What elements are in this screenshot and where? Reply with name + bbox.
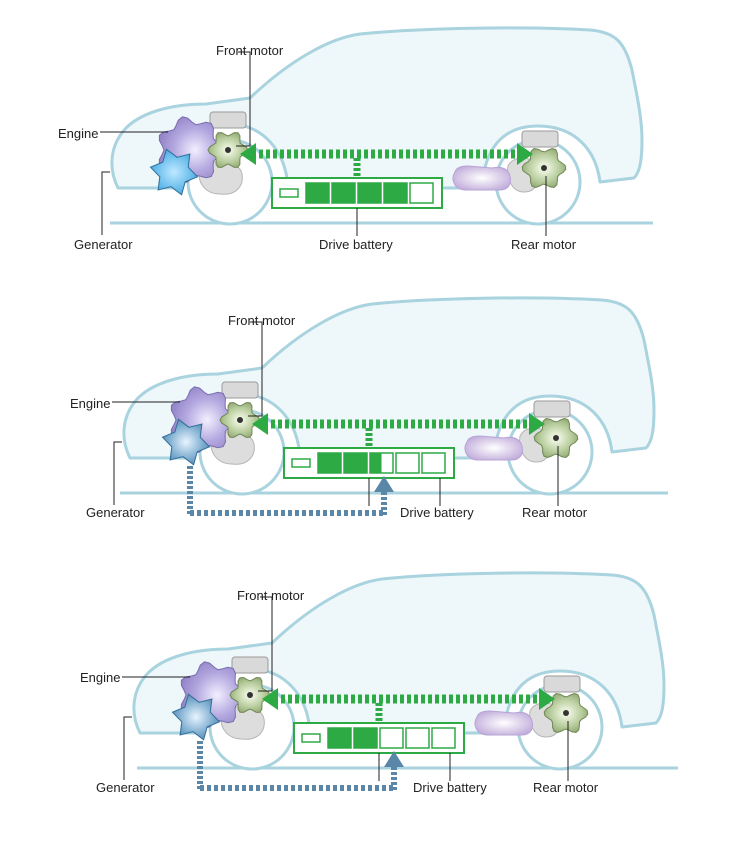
rear-unit	[452, 165, 511, 191]
battery-terminal	[291, 458, 311, 468]
generator-label: Generator	[96, 780, 155, 795]
rear-unit	[474, 710, 533, 736]
battery-cell	[431, 727, 456, 749]
panel-1	[100, 26, 653, 236]
battery-terminal	[279, 188, 299, 198]
car-body	[110, 26, 644, 190]
car-body	[122, 296, 656, 460]
generator-label: Generator	[86, 505, 145, 520]
front-motor-label: Front motor	[237, 588, 305, 603]
flow-arrow-left	[252, 413, 268, 435]
battery-cell-fill	[306, 183, 329, 203]
rear-motor-hub	[541, 165, 547, 171]
rear-gearbox	[533, 400, 571, 418]
battery-cell-fill	[344, 453, 367, 473]
engine-label: Engine	[70, 396, 111, 411]
battery-terminal	[301, 733, 321, 743]
generator	[171, 693, 221, 741]
battery-cell-fill	[384, 183, 407, 203]
rear-gearbox	[521, 130, 559, 148]
front-motor-hub	[225, 147, 231, 153]
front-gearbox	[209, 111, 247, 129]
battery-cell	[409, 182, 434, 204]
panel-3	[122, 571, 678, 791]
battery-cell	[421, 452, 446, 474]
leader-line	[248, 321, 263, 417]
front-motor-hub	[247, 692, 253, 698]
rear-motor-hub	[553, 435, 559, 441]
rear-unit	[464, 435, 523, 461]
flow-arrow-right	[529, 413, 545, 435]
battery-cell-fill	[328, 728, 351, 748]
flow-arrow-left	[262, 688, 278, 710]
battery-cell-fill	[318, 453, 341, 473]
battery-cell	[379, 727, 404, 749]
battery-cell-fill	[332, 183, 355, 203]
battery-cell	[395, 452, 420, 474]
charge-arrow-up	[384, 751, 404, 767]
flow-arrow-left	[240, 143, 256, 165]
front-motor-label: Front motor	[228, 313, 296, 328]
battery-cell	[405, 727, 430, 749]
engine-label: Engine	[58, 126, 99, 141]
leader-line	[123, 716, 132, 780]
generator-label: Generator	[74, 237, 133, 252]
front-motor-label: Front motor	[216, 43, 284, 58]
rear-motor-label: Rear motor	[522, 505, 588, 520]
drive-battery-label: Drive battery	[400, 505, 474, 520]
rear-motor-label: Rear motor	[511, 237, 577, 252]
front-gearbox	[231, 656, 269, 674]
battery-cell-fill	[370, 453, 382, 473]
leader-line	[113, 441, 122, 505]
leader-line	[258, 596, 273, 692]
drive-battery-label: Drive battery	[319, 237, 393, 252]
leader-line	[236, 51, 251, 147]
car-body	[132, 571, 666, 735]
panel-2	[112, 296, 668, 516]
drive-battery-label: Drive battery	[413, 780, 487, 795]
battery-cell-fill	[358, 183, 381, 203]
flow-arrow-right	[517, 143, 533, 165]
rear-motor-hub	[563, 710, 569, 716]
charge-arrow-up	[374, 476, 394, 492]
rear-gearbox	[543, 675, 581, 693]
front-gearbox	[221, 381, 259, 399]
leader-line	[101, 171, 110, 235]
generator	[161, 418, 211, 466]
rear-motor-label: Rear motor	[533, 780, 599, 795]
flow-arrow-right	[539, 688, 555, 710]
front-motor-hub	[237, 417, 243, 423]
generator	[149, 148, 199, 196]
engine-label: Engine	[80, 670, 121, 685]
battery-cell-fill	[354, 728, 377, 748]
